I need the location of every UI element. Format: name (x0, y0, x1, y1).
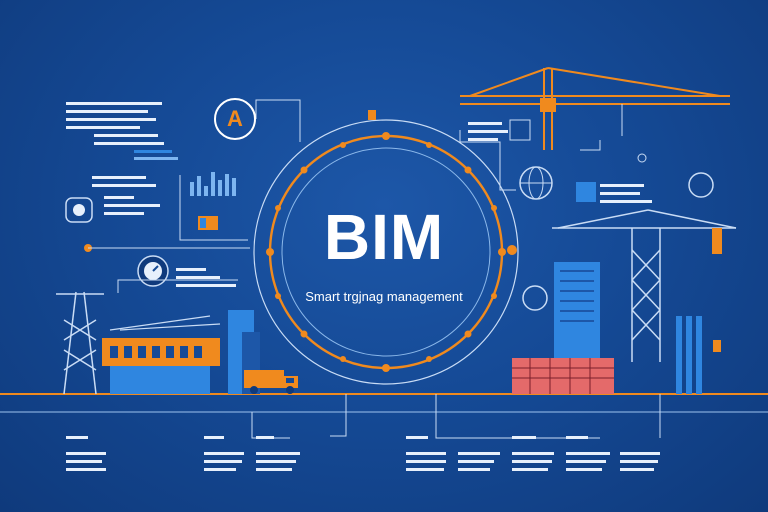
page-subtitle: Smart trgjnag management (305, 289, 463, 304)
ring-nodes (266, 132, 506, 372)
badge-a-icon: A (214, 98, 256, 140)
right-columns (676, 316, 702, 394)
building-icon-orange (102, 338, 220, 366)
building-windows (560, 270, 594, 322)
right-icon-box (509, 119, 531, 141)
badge-letter: A (227, 106, 243, 131)
red-building-grid (512, 358, 614, 394)
bottom-labels (66, 436, 660, 471)
globe-icon (519, 166, 553, 200)
outer-ring (253, 119, 519, 385)
right-gear-widget (522, 285, 548, 311)
left-accent-bar-2 (134, 157, 178, 160)
badge-connector (255, 99, 301, 142)
right-widget (688, 172, 714, 198)
page-title: BIM (323, 201, 445, 273)
bottom-connectors (251, 394, 661, 439)
tower-crane-weight (712, 228, 722, 254)
crane-icon (460, 67, 730, 150)
right-top-connector (459, 130, 516, 191)
orange-building-windows (110, 346, 202, 358)
inner-ring (281, 147, 491, 357)
chart-icon (190, 172, 236, 230)
tower-crane-icon (552, 209, 737, 362)
left-text-block-1 (66, 102, 164, 145)
pylon-icon (56, 291, 104, 395)
gauge-connector (117, 279, 238, 293)
truck-icon (244, 370, 298, 394)
brain-icon (65, 197, 93, 223)
left-accent-bar (134, 150, 172, 153)
left-crane-small (109, 315, 221, 331)
gauge-text (176, 268, 236, 287)
tower-crane-hook (713, 340, 721, 352)
right-text-block-2 (600, 184, 652, 203)
left-text-block-2 (92, 176, 160, 215)
crane-hook-node (637, 153, 647, 163)
gauge-icon (137, 255, 169, 287)
left-connector (179, 175, 248, 241)
crane-hook-line (580, 140, 601, 151)
right-small-icon (576, 182, 596, 202)
right-text-block-1 (468, 122, 508, 141)
right-ring-node (507, 245, 517, 255)
building-base (110, 366, 210, 394)
top-ring-tab (368, 110, 376, 120)
building-icon-red (512, 358, 614, 394)
